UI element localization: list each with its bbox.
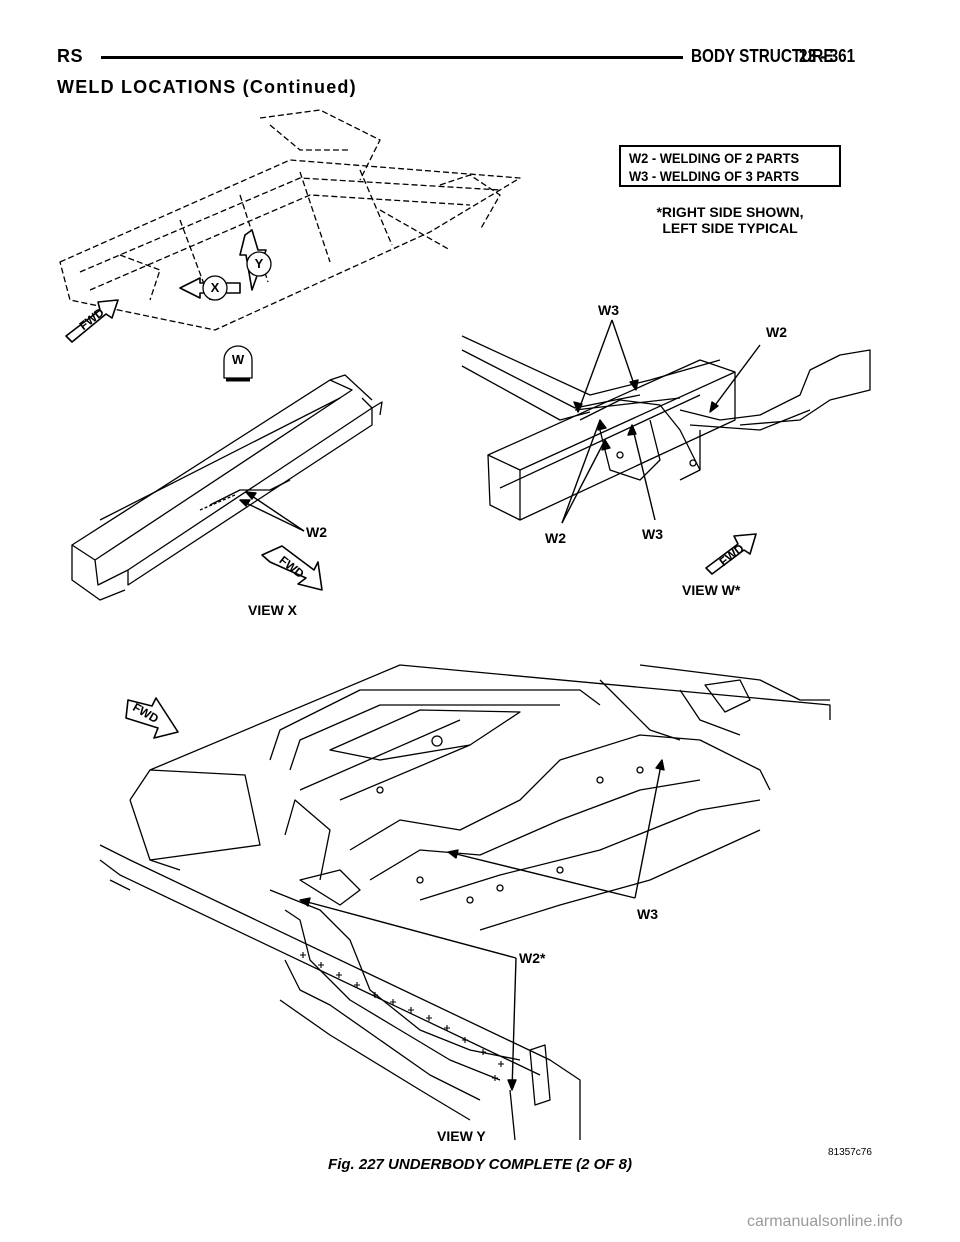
view-w-fwd-arrow-shape [705,533,757,575]
header-section-title: BODY STRUCTURE [691,46,834,66]
view-w-leaders [561,319,761,524]
view-w-callout-w3-top: W3 [598,302,619,318]
view-w-callout-w2-top: W2 [766,324,787,340]
view-w-drawing [461,335,871,521]
view-w-callout-w2-bottom: W2 [545,530,566,546]
section-title: WELD LOCATIONS (Continued) [57,77,357,97]
view-w-title: VIEW W* [682,582,741,598]
weld-legend-box: W2 - WELDING OF 2 PARTS W3 - WELDING OF … [619,145,841,187]
side-note-line2: LEFT SIDE TYPICAL [662,220,798,236]
view-y-marker-label: Y [254,256,264,271]
view-x-rail-drawing [71,374,383,601]
view-y-fwd-arrow-shape [125,697,179,739]
view-y-title: VIEW Y [437,1128,486,1144]
view-y-callout-w3: W3 [637,906,658,922]
header-rule [101,56,683,59]
header-model-code: RS [57,46,84,66]
overview-frame-drawing [59,109,521,331]
view-y-floorpan-drawing [99,664,831,1141]
view-w-marker-label: W [231,352,245,367]
figure-caption: Fig. 227 UNDERBODY COMPLETE (2 OF 8) [328,1156,632,1173]
page-header: RS BODY STRUCTURE 23 - 361 [57,44,877,74]
overview-fwd-arrow-shape [65,299,119,343]
header-page-number: 23 - 361 [799,46,856,66]
view-y-weld-marks [300,952,504,1081]
figure-code: 81357c76 [828,1147,872,1158]
view-w-marker-shape [223,345,253,379]
view-x-marker [202,275,228,301]
legend-w3: W3 - WELDING OF 3 PARTS [629,168,800,184]
view-y-callout-w2: W2* [519,950,546,966]
view-y-leaders [299,759,665,1091]
view-w-callout-w3-bottom: W3 [642,526,663,542]
side-note-line1: *RIGHT SIDE SHOWN, [656,204,804,220]
view-y-marker [246,251,272,277]
view-x-fwd-arrow-shape [261,545,323,591]
legend-w2: W2 - WELDING OF 2 PARTS [629,150,800,166]
view-x-title: VIEW X [248,602,298,618]
view-x-callout-w2: W2 [306,524,327,540]
watermark: carmanualsonline.info [747,1213,903,1230]
side-note: *RIGHT SIDE SHOWN, LEFT SIDE TYPICAL [610,204,850,236]
view-x-leaders [239,491,305,532]
view-x-marker-label: X [210,280,220,295]
